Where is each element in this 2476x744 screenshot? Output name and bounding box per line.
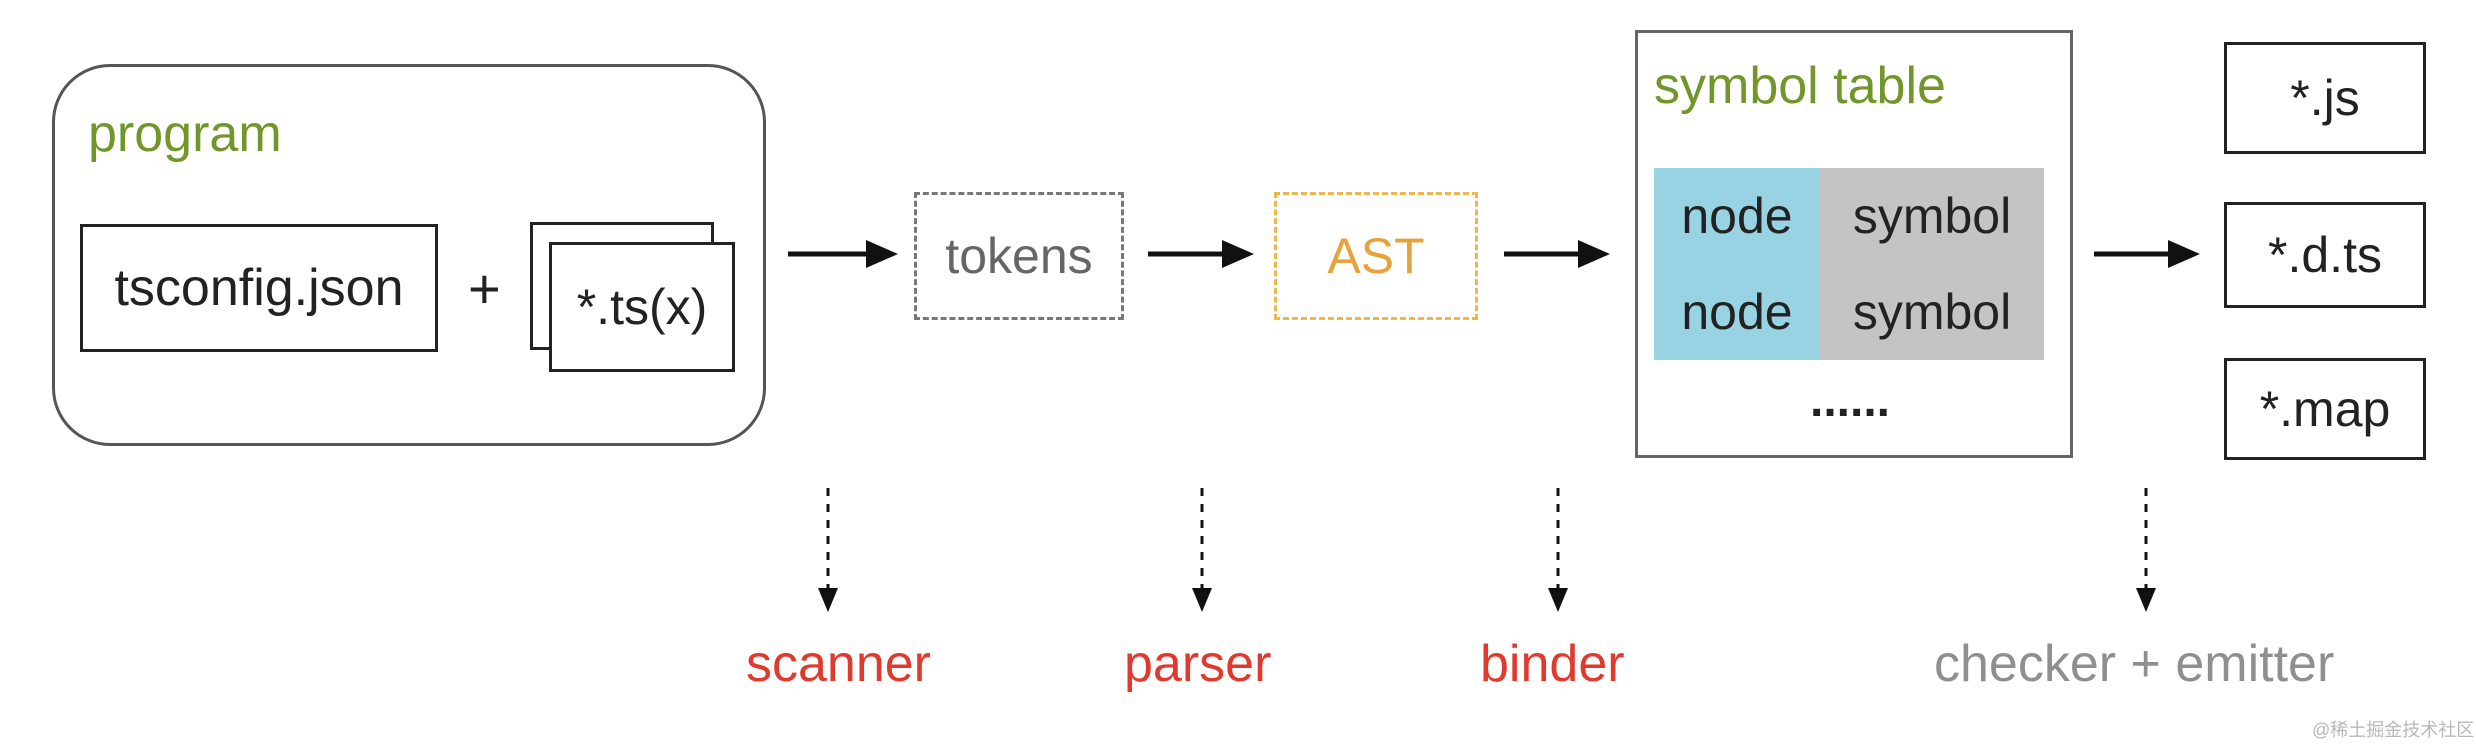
stage-binder: binder <box>1480 635 1625 693</box>
tokens-box: tokens <box>914 192 1124 320</box>
dashed-arrow-scanner <box>818 488 838 612</box>
plus-sign: + <box>468 257 501 320</box>
dashed-arrow-parser <box>1192 488 1212 612</box>
dashed-arrow-checker-emitter <box>2136 488 2156 612</box>
symbol-table-box <box>1635 30 2073 458</box>
table-cell-node: node <box>1654 264 1820 360</box>
arrow-ast-to-symbol-table <box>1504 240 1610 268</box>
tsconfig-box: tsconfig.json <box>80 224 438 352</box>
table-cell-symbol: symbol <box>1820 264 2044 360</box>
output-js-box: *.js <box>2224 42 2426 154</box>
output-dts-box: *.d.ts <box>2224 202 2426 308</box>
stage-parser: parser <box>1124 635 1272 693</box>
output-map-box: *.map <box>2224 358 2426 460</box>
ts-files-box: *.ts(x) <box>549 242 735 372</box>
watermark: @稀土掘金技术社区 <box>2312 720 2475 740</box>
arrow-tokens-to-ast <box>1148 240 1254 268</box>
ast-box: AST <box>1274 192 1478 320</box>
table-cell-node: node <box>1654 168 1820 264</box>
table-cell-symbol: symbol <box>1820 168 2044 264</box>
program-group <box>52 64 766 446</box>
dashed-arrow-binder <box>1548 488 1568 612</box>
table-ellipsis: ...... <box>1809 373 1890 427</box>
arrow-program-to-tokens <box>788 240 898 268</box>
symbol-table-title: symbol table <box>1654 57 1946 115</box>
arrow-symbol-table-to-outputs <box>2094 240 2200 268</box>
stage-checker-emitter: checker + emitter <box>1934 635 2335 693</box>
stage-scanner: scanner <box>746 635 931 693</box>
program-title: program <box>88 105 282 163</box>
